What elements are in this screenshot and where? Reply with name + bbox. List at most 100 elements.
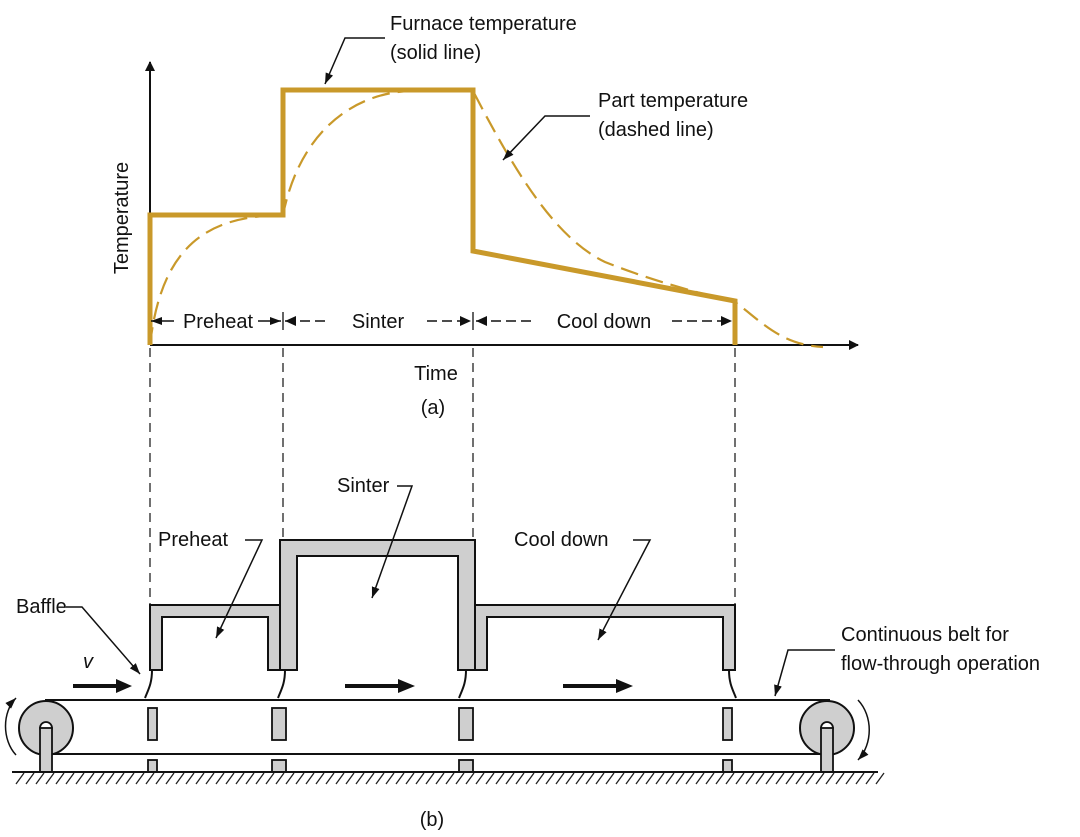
hatch-mark [445,772,455,785]
part-temperature-line [148,89,824,349]
part-label-line1: Part temperature [598,90,748,112]
left-roller [4,697,74,773]
hatch-mark [775,772,785,785]
label-belt-line1: Continuous belt for [841,624,1009,646]
baffles [144,669,737,699]
hatch-mark [745,772,755,785]
belt-leader [774,649,835,697]
hatch-mark [155,772,165,785]
hatch-mark [225,772,235,785]
hatch-mark [105,772,115,785]
hatch-mark [575,772,585,785]
hatch-mark [85,772,95,785]
stage-label-sinter: Sinter [352,311,405,333]
cooldown-chamber [474,604,736,671]
hatch-mark [685,772,695,785]
hatch-mark [275,772,285,785]
preheat-chamber [149,604,281,671]
caption-a: (a) [421,397,445,419]
hatch-mark [255,772,265,785]
label-belt-line2: flow-through operation [841,653,1040,675]
hatch-mark [605,772,615,785]
hatch-mark [265,772,275,785]
hatch-mark [655,772,665,785]
hatch-mark [45,772,55,785]
hatch-mark [125,772,135,785]
label-sinter-b: Sinter [337,475,390,497]
hatch-mark [405,772,415,785]
hatch-mark [15,772,25,785]
hatch-mark [555,772,565,785]
hatch-mark [665,772,675,785]
caption-b: (b) [420,809,444,831]
hatch-mark [465,772,475,785]
hatch-mark [235,772,245,785]
hatch-mark [825,772,835,785]
baffle-leader [66,606,141,675]
hatch-mark [25,772,35,785]
label-preheat-b: Preheat [158,529,228,551]
hatch-mark [95,772,105,785]
hatch-mark [625,772,635,785]
hatch-mark [335,772,345,785]
hatch-mark [325,772,335,785]
hatch-mark [455,772,465,785]
hatch-mark [175,772,185,785]
hatch-mark [215,772,225,785]
hatch-mark [525,772,535,785]
hatch-mark [765,772,775,785]
hatch-mark [585,772,595,785]
hatch-mark [545,772,555,785]
part-callout: Part temperature (dashed line) [502,90,748,161]
hatch-mark [835,772,845,785]
label-baffle: Baffle [16,596,67,618]
hatch-mark [415,772,425,785]
hatch-mark [515,772,525,785]
hatch-mark [285,772,295,785]
hatch-mark [475,772,485,785]
conveyor-belt [45,699,830,773]
hatch-mark [135,772,145,785]
hatch-mark [345,772,355,785]
flow-arrows [73,679,633,693]
hatch-mark [115,772,125,785]
sinter-leader [371,485,414,599]
hatch-mark [735,772,745,785]
hatch-mark [375,772,385,785]
hatch-mark [185,772,195,785]
sinter-chamber [279,539,476,671]
part-label-line2: (dashed line) [598,119,714,141]
x-axis-label: Time [414,363,458,385]
hatch-mark [535,772,545,785]
hatch-mark [295,772,305,785]
hatch-mark [65,772,75,785]
furnace-temperature-line [147,87,738,345]
furnace-callout: Furnace temperature (solid line) [324,13,577,85]
hatch-mark [365,772,375,785]
hatch-mark [595,772,605,785]
hatch-mark [645,772,655,785]
hatch-mark [165,772,175,785]
stage-label-cooldown: Cool down [557,311,652,333]
stage-markers: Preheat Sinter Cool down [151,311,732,333]
furnace-diagram: v Baffle Preheat Sinter Cool down Contin… [4,475,1040,831]
hatch-mark [795,772,805,785]
hatch-mark [845,772,855,785]
hatch-mark [755,772,765,785]
stage-label-preheat: Preheat [183,311,253,333]
hatch-mark [495,772,505,785]
label-cooldown-b: Cool down [514,529,609,551]
hatch-mark [715,772,725,785]
hatch-mark [565,772,575,785]
hatch-mark [315,772,325,785]
hatch-mark [695,772,705,785]
hatch-mark [435,772,445,785]
hatch-mark [875,772,885,785]
hatch-mark [865,772,875,785]
hatch-mark [75,772,85,785]
hatch-mark [355,772,365,785]
hatch-mark [855,772,865,785]
hatch-mark [785,772,795,785]
